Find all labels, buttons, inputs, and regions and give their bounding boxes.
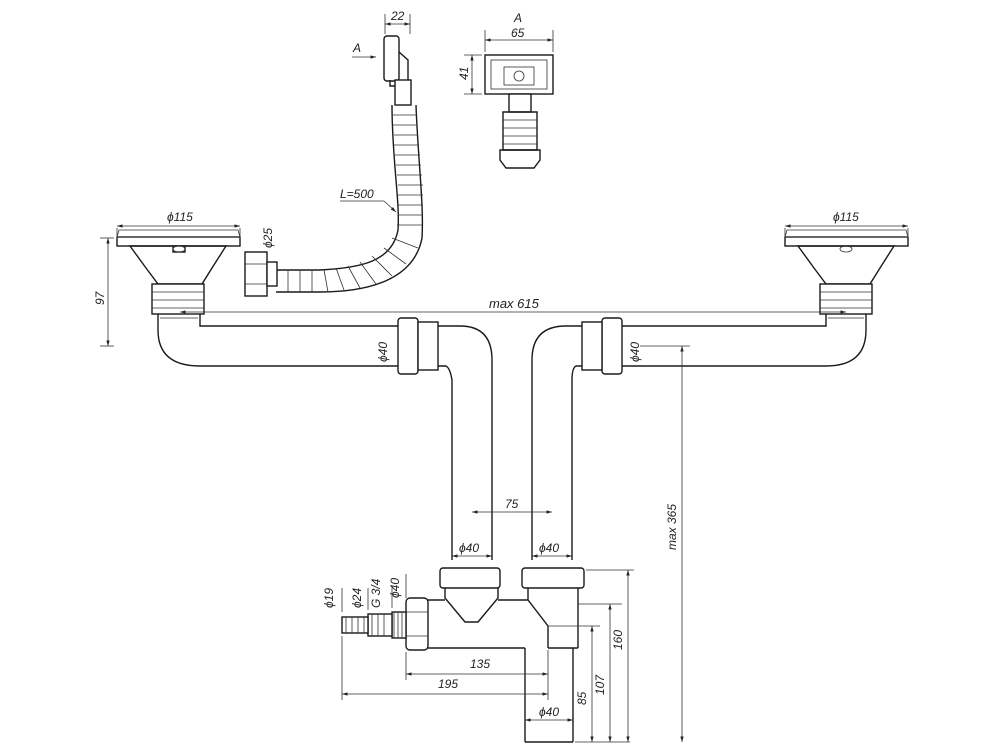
left-sink-strainer: ϕ115 97 (93, 210, 241, 347)
bottom-trap (341, 567, 585, 743)
left-sink-depth-label: 97 (93, 290, 107, 305)
h85-label: 85 (575, 691, 589, 705)
trap-height-dimensions: 85 107 160 (548, 569, 634, 743)
trap-connector-dimensions: ϕ19 ϕ24 G 3/4 ϕ40 (322, 574, 407, 612)
view-a-arrow-label: A (352, 41, 361, 55)
d24-label: ϕ24 (350, 588, 364, 608)
right-pipe-assembly: ϕ40 (531, 314, 867, 560)
corrugated-overflow-hose: L=500 (276, 104, 424, 293)
overflow-head-side-view: 22 A (352, 9, 412, 106)
h160-label: 160 (611, 630, 625, 650)
right-pipe-diameter-label: ϕ40 (628, 342, 642, 362)
len-195-label: 195 (438, 677, 458, 691)
view-a-width-label: 65 (511, 26, 525, 40)
down-left-diameter-label: ϕ40 (459, 541, 479, 555)
hose-connection-nut: ϕ25 (244, 228, 278, 297)
d19-label: ϕ19 (322, 588, 336, 608)
view-a-detail: A 65 41 (457, 11, 554, 169)
center-spacing-label: 75 (505, 497, 519, 511)
overall-width-dimension: max 615 (180, 296, 846, 314)
center-spacing-dimension: 75 (472, 497, 552, 514)
left-pipe-assembly: ϕ40 (157, 314, 493, 560)
left-sink-diameter-label: ϕ115 (167, 210, 193, 224)
left-pipe-diameter-label: ϕ40 (376, 342, 390, 362)
down-pipe-diameters: ϕ40 ϕ40 (452, 541, 572, 558)
view-a-title: A (513, 11, 522, 25)
view-a-height-label: 41 (457, 67, 471, 80)
d40-side-label: ϕ40 (388, 578, 402, 598)
overflow-width-label: 22 (390, 9, 405, 23)
right-sink-diameter-label: ϕ115 (833, 210, 859, 224)
hose-length-label: L=500 (340, 187, 374, 201)
thread-label: G 3/4 (369, 578, 383, 608)
overall-width-label: max 615 (489, 296, 540, 311)
max-height-label: max 365 (665, 504, 679, 550)
h107-label: 107 (593, 674, 607, 695)
trap-length-dimensions: 135 195 (341, 636, 549, 700)
len-135-label: 135 (470, 657, 490, 671)
right-sink-strainer: ϕ115 (784, 210, 909, 315)
down-right-diameter-label: ϕ40 (539, 541, 559, 555)
hose-diameter-label: ϕ25 (261, 228, 275, 248)
outlet-diameter-label: ϕ40 (539, 705, 559, 719)
max-height-dimension: max 365 (640, 345, 690, 742)
outlet-diameter: ϕ40 (525, 705, 573, 722)
